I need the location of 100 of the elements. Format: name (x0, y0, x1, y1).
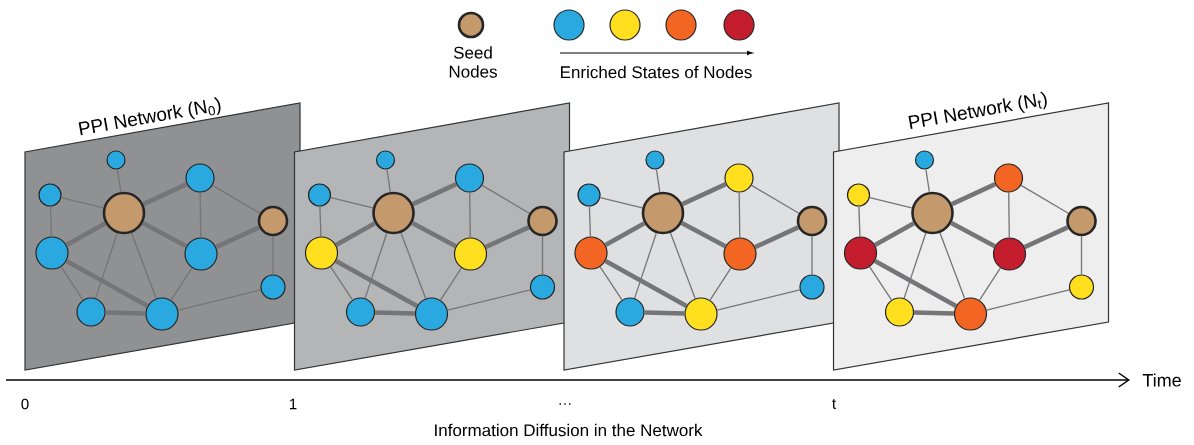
network-edge (873, 221, 915, 247)
network-edge (94, 232, 118, 299)
network-edge (986, 289, 1070, 311)
network-edge (869, 266, 893, 301)
network-edge (709, 267, 732, 301)
network-edge (858, 205, 861, 238)
node-circle (304, 236, 339, 270)
network-edge (60, 197, 104, 209)
network-edge (330, 266, 354, 301)
network-edge (939, 232, 966, 300)
network-edge (484, 225, 530, 250)
network-edge (1023, 225, 1069, 250)
node-circle (641, 191, 685, 235)
node-circle (453, 237, 488, 271)
network-edge (411, 221, 457, 249)
network-edge (599, 197, 643, 209)
network-edge (633, 232, 657, 299)
node-circle (529, 274, 556, 300)
network-edge (869, 197, 913, 209)
network-edge (750, 184, 800, 214)
tick-label: 0 (21, 398, 29, 410)
network-edge (60, 266, 84, 301)
network-edge (604, 221, 646, 247)
node-circle (884, 297, 915, 327)
node-circle (372, 191, 415, 235)
node-circle (911, 191, 954, 235)
axis-label: Time (1142, 373, 1181, 387)
network-edge (925, 168, 930, 193)
network-edge (177, 289, 262, 311)
network-edge (914, 310, 954, 316)
node-circle (375, 150, 396, 170)
network-edge (681, 182, 727, 207)
network-edge (655, 168, 661, 193)
node-circle (527, 205, 558, 237)
network-edge (754, 225, 800, 250)
legend-label: Seed Nodes (449, 46, 497, 78)
node-circle (577, 183, 601, 207)
node-circle (796, 205, 828, 237)
tick-label: … (559, 403, 571, 405)
node-circle (843, 236, 878, 270)
network-edge (811, 235, 813, 276)
network-edge (105, 310, 146, 316)
network-edge (364, 232, 388, 299)
node-circle (185, 163, 215, 193)
network-edge (644, 310, 685, 316)
network-edge (1020, 184, 1069, 214)
network-edge (116, 168, 122, 193)
network-edge (386, 168, 391, 193)
network-edge (319, 205, 322, 238)
node-circle (723, 237, 757, 271)
node-circle (76, 297, 106, 327)
node-circle (993, 163, 1024, 193)
network-edge (978, 267, 1002, 301)
node-circle (106, 150, 126, 170)
network-edge (1008, 191, 1010, 239)
node-circle (846, 183, 871, 207)
legend-label: Enriched States of Nodes (561, 65, 752, 79)
network-edge (142, 182, 188, 207)
network-edge (375, 310, 415, 316)
node-circle (414, 297, 449, 331)
axis-title: Information Diffusion in the Network (435, 423, 703, 437)
network-edge (447, 289, 531, 311)
network-edge (400, 232, 427, 300)
node-circle (102, 191, 146, 235)
node-circle (645, 150, 665, 170)
network-edge (950, 221, 996, 249)
network-edge (170, 267, 193, 301)
network-edge (439, 267, 463, 301)
tick-label: t (832, 399, 836, 409)
network-edge (141, 221, 188, 249)
network-edge (903, 232, 927, 299)
node-circle (184, 237, 218, 271)
network-edge (334, 221, 376, 247)
network-edge (1080, 235, 1083, 276)
node-circle (307, 183, 332, 207)
node-circle (615, 297, 645, 327)
node-circle (260, 274, 286, 300)
node-circle (35, 236, 69, 270)
network-edge (334, 259, 419, 308)
node-circle (257, 205, 289, 237)
network-edge (680, 221, 727, 249)
node-circle (38, 183, 62, 207)
network-edge (211, 184, 261, 214)
node-circle (992, 237, 1027, 271)
node-circle (345, 297, 376, 327)
node-circle (454, 163, 485, 193)
node-circle (1068, 274, 1095, 300)
network-edge (65, 221, 107, 247)
network-edge (599, 266, 623, 301)
network-edge (950, 182, 997, 207)
network-edge (481, 184, 530, 214)
network-edge (873, 259, 958, 308)
network-edge (588, 205, 592, 238)
network-edge (215, 225, 261, 250)
node-circle (953, 297, 988, 331)
network-edge (330, 197, 374, 209)
node-circle (145, 297, 179, 331)
network-edge (738, 191, 741, 239)
network-edge (604, 259, 688, 308)
network-edge (669, 232, 696, 300)
